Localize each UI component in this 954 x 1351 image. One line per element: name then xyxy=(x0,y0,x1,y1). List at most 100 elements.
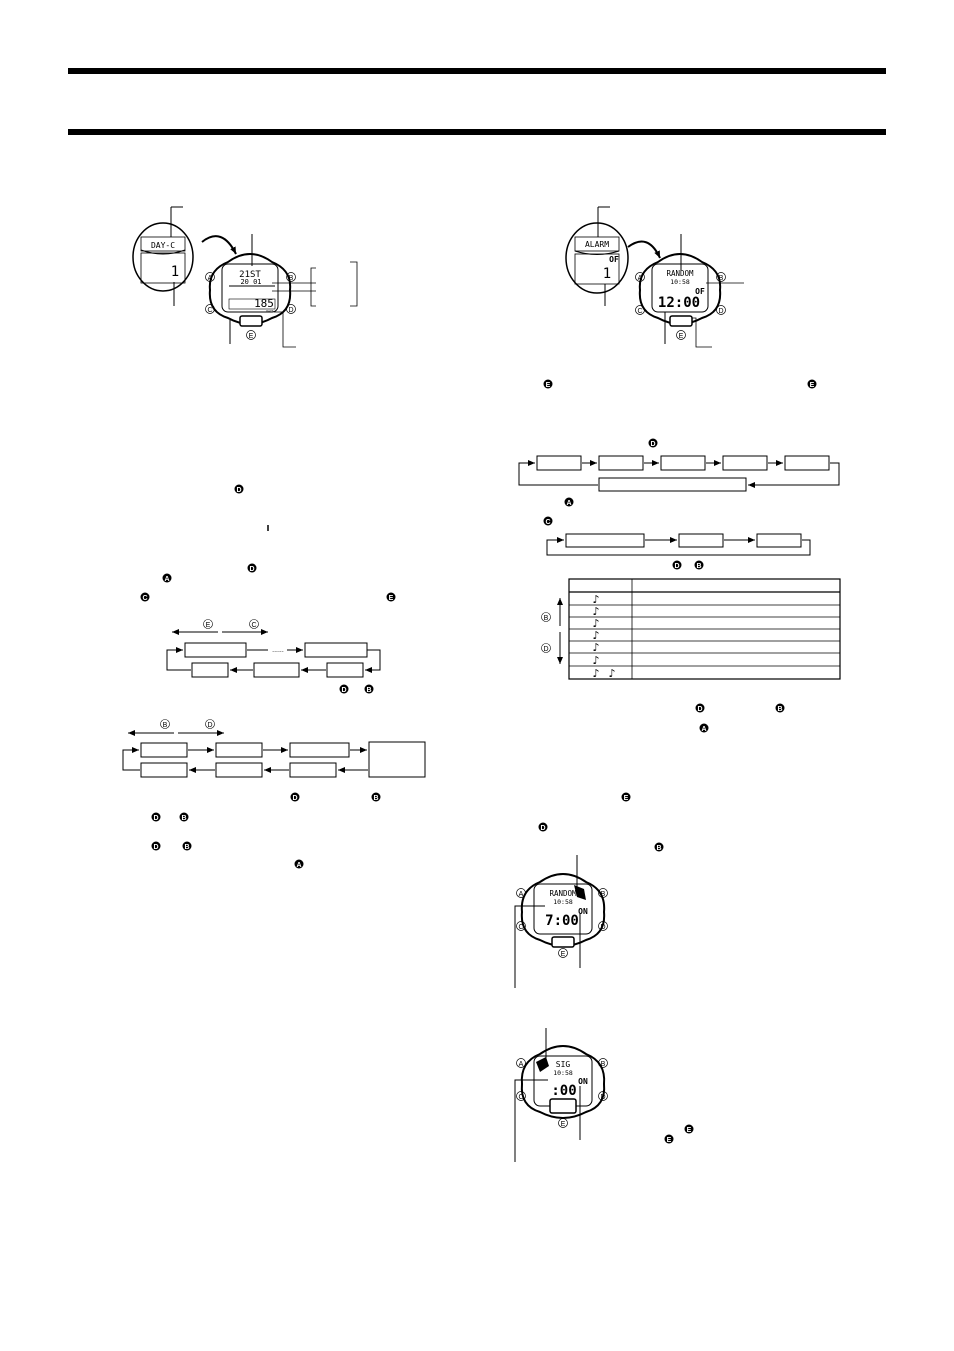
alarm-on-button-a: A xyxy=(519,891,524,898)
top-rule xyxy=(68,68,886,74)
signal-time: :00 xyxy=(551,1083,576,1099)
tone-note-1: ♪ xyxy=(592,593,599,606)
inline-a-3: A xyxy=(566,500,571,507)
daycount-button-e: E xyxy=(249,333,254,340)
flow1-ellipsis: ...... xyxy=(272,647,284,654)
inline-e-2: E xyxy=(546,382,551,389)
alarm-on-watch: RANDOM 10:58 ON 7:00 A B C D E xyxy=(516,873,608,958)
alarm-main-time: 12:00 xyxy=(658,295,700,311)
inline-a-2: A xyxy=(296,862,301,869)
signal-button-b: B xyxy=(601,1061,606,1068)
inline-e-6: E xyxy=(667,1137,672,1144)
daycount-button-c: C xyxy=(207,307,212,314)
alarm-button-c: C xyxy=(637,308,642,315)
signal-watch: SIG 10:58 ON :00 A B C D E xyxy=(516,1045,608,1128)
flow-left-1: E C ...... D B xyxy=(166,619,381,694)
daycount-button-d: D xyxy=(288,307,293,314)
flow2-d: D xyxy=(207,722,212,729)
signal-top: SIG xyxy=(556,1060,571,1069)
inline-d-3: D xyxy=(292,795,297,802)
alarm-on-time: 7:00 xyxy=(545,913,579,929)
alarm-flow2-d: D xyxy=(674,563,679,570)
inline-a-1: A xyxy=(164,576,169,583)
tone-scroll-b: B xyxy=(544,615,549,622)
inline-b-2: B xyxy=(181,815,186,822)
signal-button-e: E xyxy=(561,1121,566,1128)
signal-button-d: D xyxy=(600,1094,605,1101)
alarm-on-button-e: E xyxy=(561,951,566,958)
inline-d-5: D xyxy=(153,844,158,851)
alarm-main-top: RANDOM xyxy=(666,269,694,278)
tone-note-2: ♪ xyxy=(592,605,599,618)
alarm-main-sub: 10:58 xyxy=(670,278,690,286)
inline-d-6: D xyxy=(650,441,655,448)
signal-sub: 10:58 xyxy=(553,1069,573,1077)
tone-note-3: ♪ xyxy=(592,617,599,630)
inline-e-1: E xyxy=(389,595,394,602)
alarm-on-button-b: B xyxy=(601,891,606,898)
alarm-mode-bubble: ALARM OF 1 xyxy=(565,222,629,294)
flow1-b: B xyxy=(366,687,371,694)
alarm-on-button-d: D xyxy=(600,924,605,931)
inline-d-1: D xyxy=(236,487,241,494)
inline-b-4: B xyxy=(777,706,782,713)
daycount-button-a: A xyxy=(208,275,213,282)
inline-d-8: D xyxy=(540,825,545,832)
inline-b-3: B xyxy=(184,844,189,851)
signal-button-c: C xyxy=(518,1094,523,1101)
flow-left-2: B D xyxy=(122,719,426,778)
tone-note-4: ♪ xyxy=(592,629,599,642)
alarm-on-state: ON xyxy=(578,907,588,916)
alarm-mode-label: ALARM xyxy=(585,240,609,249)
inline-e-5: E xyxy=(687,1127,692,1134)
inline-d-7: D xyxy=(697,706,702,713)
alarm-flow-2: D B xyxy=(546,533,811,570)
alarm-button-d: D xyxy=(718,308,723,315)
flow1-d: D xyxy=(341,687,346,694)
inline-c-2: C xyxy=(545,519,550,526)
daycount-mode-label: DAY-C xyxy=(151,241,175,250)
inline-d-4: D xyxy=(153,815,158,822)
inline-b-1: B xyxy=(373,795,378,802)
alarm-flow-1 xyxy=(518,455,840,492)
alarm-on-button-c: C xyxy=(518,924,523,931)
alarm-button-e: E xyxy=(679,333,684,340)
alarm-mode-state: OF xyxy=(609,255,619,264)
tone-table: ♪ ♪ ♪ ♪ ♪ ♪ ♪ ♪ xyxy=(568,578,841,680)
section-rule xyxy=(68,129,886,135)
tone-note-6: ♪ xyxy=(592,654,599,667)
flow1-e: E xyxy=(206,622,211,629)
inline-d-2: D xyxy=(249,566,254,573)
alarm-on-sub: 10:58 xyxy=(553,898,573,906)
daycount-main-date: 20 01 xyxy=(240,278,261,286)
inline-e-3: E xyxy=(810,382,815,389)
daycount-main-top: 21ST xyxy=(239,270,261,280)
daycount-watch: 21ST 20 01 185 DAYS xyxy=(208,253,292,327)
tone-note-7a: ♪ xyxy=(592,667,599,680)
alarm-main-state: OF xyxy=(695,287,705,296)
tone-note-5: ♪ xyxy=(592,641,599,654)
signal-state: ON xyxy=(578,1077,588,1086)
tone-note-7b: ♪ xyxy=(608,667,615,680)
signal-button-a: A xyxy=(519,1061,524,1068)
inline-a-4: A xyxy=(701,726,706,733)
alarm-mode-value: 1 xyxy=(603,266,611,282)
inline-c-1: C xyxy=(142,595,147,602)
alarm-watch: RANDOM 10:58 OF 12:00 xyxy=(638,253,722,327)
inline-e-4: E xyxy=(624,795,629,802)
daycount-main-count: 185 xyxy=(254,297,274,310)
inline-b-5: B xyxy=(656,845,661,852)
tone-scroll-arrows: B D xyxy=(541,598,563,664)
tone-scroll-d: D xyxy=(543,646,548,653)
alarm-flow2-b: B xyxy=(696,563,701,570)
alarm-button-b: B xyxy=(719,275,724,282)
daycount-main-unit: DAYS xyxy=(266,309,273,313)
daycount-mode-value: 1 xyxy=(171,264,179,280)
flow2-b: B xyxy=(163,722,168,729)
flow1-c: C xyxy=(251,622,256,629)
alarm-on-top: RANDOM xyxy=(549,889,577,898)
daycount-button-b: B xyxy=(289,275,294,282)
daycount-mode-bubble: DAY-C 1 xyxy=(132,222,194,292)
alarm-button-a: A xyxy=(638,275,643,282)
